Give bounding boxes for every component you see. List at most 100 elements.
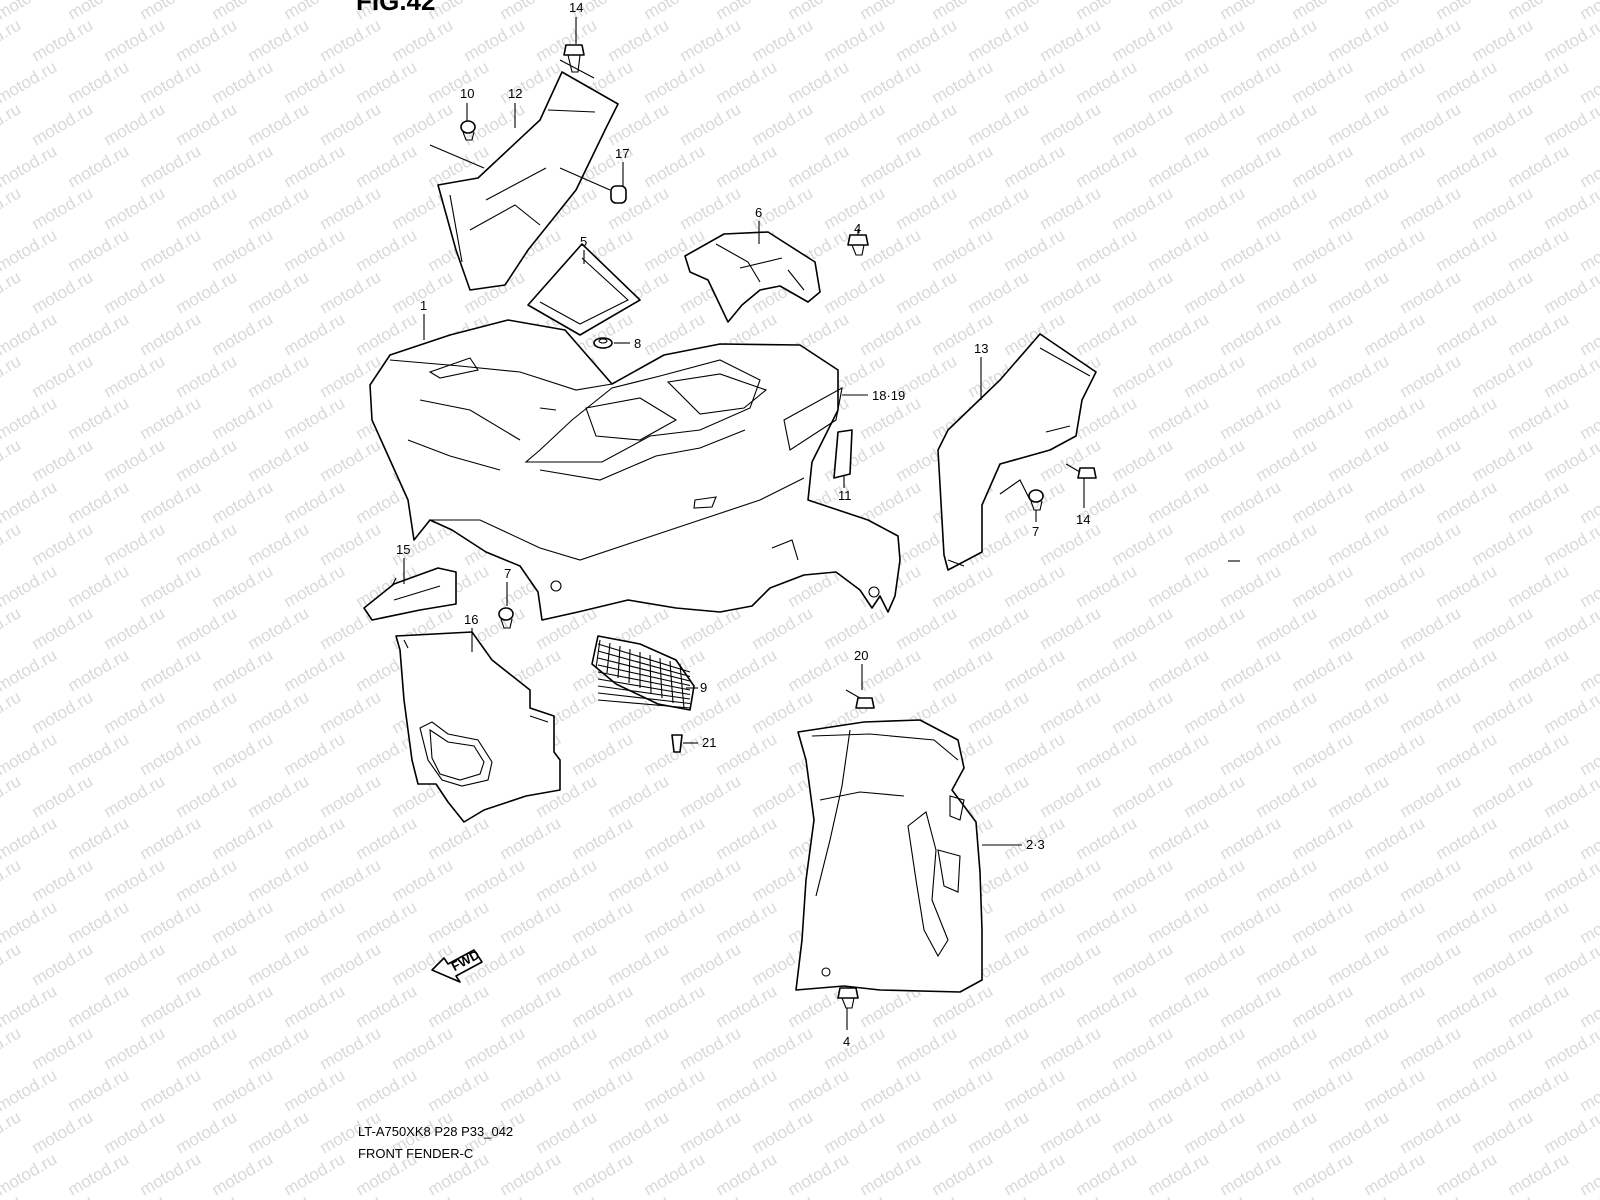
watermark-text: motod.ru bbox=[713, 897, 781, 947]
watermark-text: motod.ru bbox=[749, 15, 817, 65]
watermark-text: motod.ru bbox=[1001, 561, 1069, 611]
callout-17: 17 bbox=[615, 146, 629, 161]
watermark-text: motod.ru bbox=[1217, 1149, 1285, 1199]
watermark-text: motod.ru bbox=[173, 519, 241, 569]
watermark-text: motod.ru bbox=[1181, 183, 1249, 233]
watermark-text: motod.ru bbox=[1073, 0, 1141, 23]
watermark-text: motod.ru bbox=[1217, 141, 1285, 191]
watermark-text: motod.ru bbox=[857, 141, 925, 191]
watermark-text: motod.ru bbox=[1541, 939, 1600, 989]
callout-13: 13 bbox=[974, 341, 988, 356]
watermark-text: motod.ru bbox=[1037, 267, 1105, 317]
watermark-text: motod.ru bbox=[0, 981, 60, 1031]
watermark-text: motod.ru bbox=[1505, 477, 1573, 527]
watermark-text: motod.ru bbox=[1217, 477, 1285, 527]
watermark-text: motod.ru bbox=[1433, 225, 1501, 275]
watermark-text: motod.ru bbox=[1181, 1023, 1249, 1073]
watermark-text: motod.ru bbox=[1145, 0, 1213, 23]
watermark-text: motod.ru bbox=[893, 603, 961, 653]
watermark-text: motod.ru bbox=[317, 1191, 385, 1200]
watermark-text: motod.ru bbox=[0, 309, 60, 359]
watermark-text: motod.ru bbox=[1325, 183, 1393, 233]
watermark-text: motod.ru bbox=[605, 1191, 673, 1200]
watermark-text: motod.ru bbox=[821, 603, 889, 653]
watermark-text: motod.ru bbox=[605, 1107, 673, 1157]
grille-mesh-line bbox=[597, 664, 691, 687]
watermark-text: motod.ru bbox=[857, 1149, 925, 1199]
watermark-text: motod.ru bbox=[1253, 603, 1321, 653]
callout-7-right: 7 bbox=[1032, 524, 1039, 539]
watermark-text: motod.ru bbox=[461, 15, 529, 65]
watermark-text: motod.ru bbox=[245, 183, 313, 233]
watermark-text: motod.ru bbox=[1541, 519, 1600, 569]
watermark-text: motod.ru bbox=[1145, 729, 1213, 779]
watermark-text: motod.ru bbox=[281, 57, 349, 107]
watermark-text: motod.ru bbox=[209, 561, 277, 611]
watermark-text: motod.ru bbox=[821, 99, 889, 149]
watermark-text: motod.ru bbox=[857, 0, 925, 23]
watermark-text: motod.ru bbox=[173, 183, 241, 233]
watermark-text: motod.ru bbox=[1325, 771, 1393, 821]
watermark-text: motod.ru bbox=[1325, 687, 1393, 737]
watermark-text: motod.ru bbox=[1541, 435, 1600, 485]
watermark-text: motod.ru bbox=[1073, 141, 1141, 191]
watermark-text: motod.ru bbox=[821, 1023, 889, 1073]
watermark-text: motod.ru bbox=[1541, 15, 1600, 65]
watermark-text: motod.ru bbox=[1397, 687, 1465, 737]
watermark-text: motod.ru bbox=[1397, 519, 1465, 569]
watermark-text: motod.ru bbox=[641, 981, 709, 1031]
watermark-text: motod.ru bbox=[209, 1149, 277, 1199]
watermark-text: motod.ru bbox=[137, 225, 205, 275]
watermark-text: motod.ru bbox=[29, 15, 97, 65]
watermark-text: motod.ru bbox=[1145, 57, 1213, 107]
watermark-text: motod.ru bbox=[1361, 393, 1429, 443]
watermark-text: motod.ru bbox=[1073, 1065, 1141, 1115]
watermark-text: motod.ru bbox=[1037, 939, 1105, 989]
watermark-text: motod.ru bbox=[641, 813, 709, 863]
watermark-text: motod.ru bbox=[0, 603, 24, 653]
watermark-text: motod.ru bbox=[65, 57, 133, 107]
watermark-text: motod.ru bbox=[137, 393, 205, 443]
watermark-text: motod.ru bbox=[1109, 603, 1177, 653]
watermark-text: motod.ru bbox=[1577, 0, 1600, 23]
watermark-text: motod.ru bbox=[605, 855, 673, 905]
callout-16: 16 bbox=[464, 612, 478, 627]
watermark-text: motod.ru bbox=[0, 645, 60, 695]
watermark-text: motod.ru bbox=[785, 645, 853, 695]
watermark-text: motod.ru bbox=[209, 393, 277, 443]
watermark-text: motod.ru bbox=[1289, 309, 1357, 359]
watermark-text: motod.ru bbox=[1037, 15, 1105, 65]
watermark-text: motod.ru bbox=[137, 309, 205, 359]
watermark-text: motod.ru bbox=[1505, 393, 1573, 443]
watermark-text: motod.ru bbox=[1181, 519, 1249, 569]
watermark-text: motod.ru bbox=[1145, 1149, 1213, 1199]
model-code: LT-A750XK8 P28 P33_042 bbox=[358, 1124, 514, 1139]
watermark-text: motod.ru bbox=[209, 1065, 277, 1115]
watermark-text: motod.ru bbox=[101, 939, 169, 989]
part-2-3-mud-guard bbox=[795, 719, 983, 993]
part-17-grommet bbox=[559, 167, 627, 204]
watermark-text: motod.ru bbox=[173, 267, 241, 317]
watermark-text: motod.ru bbox=[749, 771, 817, 821]
watermark-text: motod.ru bbox=[1037, 855, 1105, 905]
watermark-text: motod.ru bbox=[1001, 57, 1069, 107]
watermark-text: motod.ru bbox=[1145, 477, 1213, 527]
watermark-text: motod.ru bbox=[533, 855, 601, 905]
watermark-text: motod.ru bbox=[1505, 141, 1573, 191]
part-14-bolt-top bbox=[563, 44, 585, 73]
watermark-text: motod.ru bbox=[29, 939, 97, 989]
watermark-text: motod.ru bbox=[0, 477, 60, 527]
grille-mesh-line bbox=[597, 657, 691, 682]
watermark-text: motod.ru bbox=[713, 729, 781, 779]
watermark-text: motod.ru bbox=[1037, 519, 1105, 569]
watermark-text: motod.ru bbox=[965, 1107, 1033, 1157]
watermark-text: motod.ru bbox=[1109, 267, 1177, 317]
watermark-text: motod.ru bbox=[1217, 897, 1285, 947]
watermark-text: motod.ru bbox=[641, 0, 709, 23]
watermark-text: motod.ru bbox=[1289, 57, 1357, 107]
watermark-text: motod.ru bbox=[29, 1191, 97, 1200]
watermark-text: motod.ru bbox=[929, 1065, 997, 1115]
watermark-text: motod.ru bbox=[821, 15, 889, 65]
watermark-text: motod.ru bbox=[389, 99, 457, 149]
watermark-text: motod.ru bbox=[1505, 645, 1573, 695]
